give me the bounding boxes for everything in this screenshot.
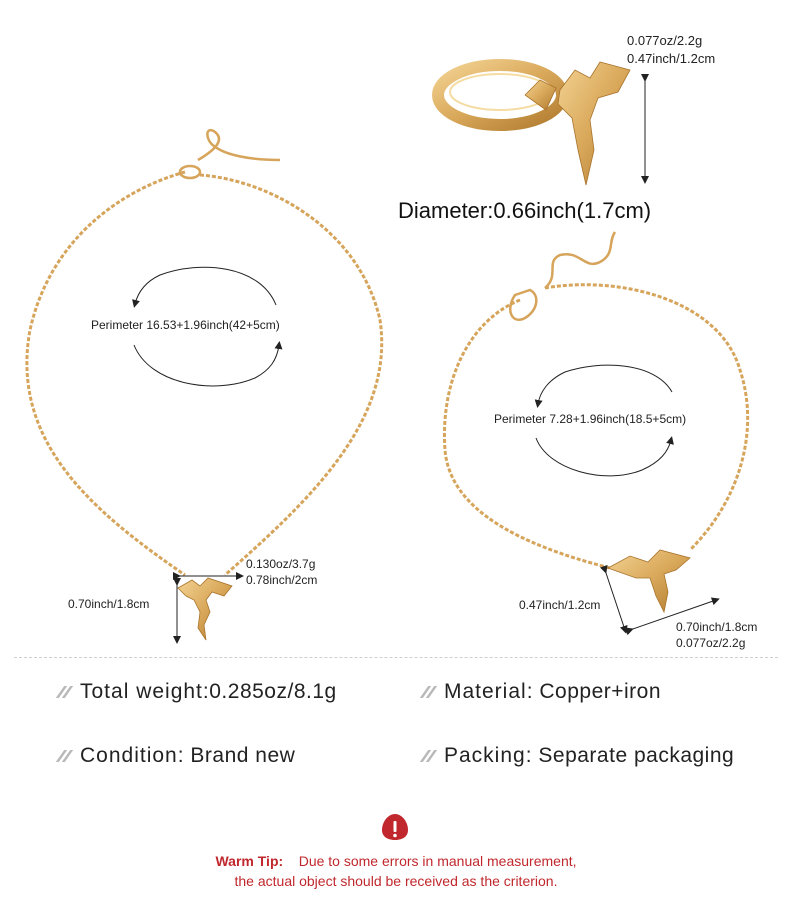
necklace-perimeter-label: Perimeter 16.53+1.96inch(42+5cm)	[91, 318, 280, 332]
bracelet-perimeter-label: Perimeter 7.28+1.96inch(18.5+5cm)	[494, 412, 687, 426]
slash-bullet-icon	[419, 686, 438, 699]
slash-bullet-icon	[419, 750, 438, 763]
spec-packing: Packing: Separate packaging	[419, 744, 734, 768]
necklace-pendant-weight-label: 0.130oz/3.7g	[246, 557, 316, 571]
bracelet-clasp	[509, 231, 617, 321]
ring-height-label: 0.47inch/1.2cm	[627, 51, 716, 66]
necklace-pendant-height-label: 0.70inch/1.8cm	[68, 597, 150, 611]
spec-material: Material: Copper+iron	[419, 680, 661, 704]
bracelet-chain	[442, 283, 750, 570]
bracelet-charm-dimensions	[599, 564, 720, 636]
bracelet-charm-width-label: 0.70inch/1.8cm	[676, 620, 758, 634]
warm-tip-line1: Warm Tip: Due to some errors in manual m…	[215, 853, 577, 869]
bracelet-charm-height-label: 0.47inch/1.2cm	[519, 598, 601, 612]
warning-icon	[382, 814, 408, 840]
spec-total-weight: Total weight:0.285oz/8.1g	[55, 680, 337, 704]
warm-tip-title: Warm Tip:	[215, 853, 284, 869]
necklace-dragon-pendant	[177, 577, 233, 641]
slash-bullet-icon	[55, 686, 74, 699]
slash-bullet-icon	[55, 750, 74, 763]
bracelet-dragon-charm	[607, 549, 691, 614]
bracelet-charm-weight-label: 0.077oz/2.2g	[676, 636, 746, 650]
necklace-perimeter-arrows	[132, 266, 283, 387]
section-divider	[14, 657, 778, 658]
spec-condition: Condition: Brand new	[55, 744, 295, 768]
bracelet-perimeter-arrows	[534, 364, 674, 477]
ring	[432, 59, 631, 186]
ring-weight-label: 0.077oz/2.2g	[627, 33, 703, 48]
necklace-pendant-width-label: 0.78inch/2cm	[246, 573, 318, 587]
necklace-clasp	[178, 129, 281, 180]
necklace-chain	[25, 170, 384, 577]
warm-tip-line2: the actual object should be received as …	[234, 873, 558, 889]
ring-diameter-label: Diameter:0.66inch(1.7cm)	[398, 198, 652, 223]
necklace-pendant-dimensions	[173, 572, 244, 644]
